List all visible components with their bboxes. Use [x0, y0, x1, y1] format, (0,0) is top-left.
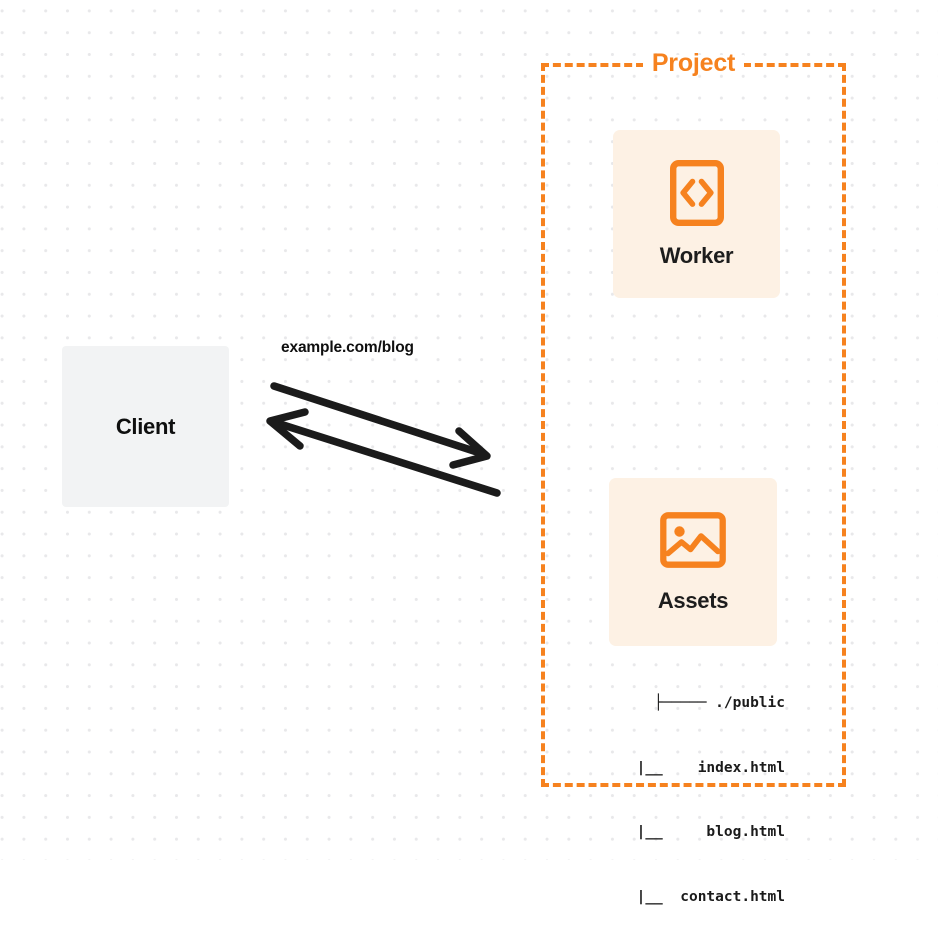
code-brackets-icon [669, 160, 724, 231]
file-tree-line: |__ blog.html [601, 824, 785, 840]
client-node-label: Client [115, 413, 176, 439]
worker-node[interactable]: Worker [613, 130, 780, 298]
project-title-backdrop [643, 55, 744, 72]
worker-node-label: Worker [659, 243, 734, 268]
project-title: Project [651, 49, 736, 77]
client-node[interactable]: Client [62, 346, 229, 507]
request-arrow-right [270, 382, 491, 469]
assets-file-tree: ├───── ./public |__ index.html |__ blog.… [585, 650, 785, 951]
response-arrow-left [266, 408, 501, 497]
file-tree-line: |__ contact.html [601, 888, 785, 905]
file-tree-line: |__ index.html [601, 759, 785, 776]
diagram-canvas: Project Worker Assets ├───── ./public |_… [0, 0, 938, 905]
connection-url-label: example.com/blog [281, 339, 414, 356]
image-picture-icon [660, 511, 726, 573]
assets-node[interactable]: Assets [609, 478, 777, 646]
assets-node-label: Assets [657, 587, 729, 613]
file-tree-line: ├───── ./public [654, 695, 785, 711]
